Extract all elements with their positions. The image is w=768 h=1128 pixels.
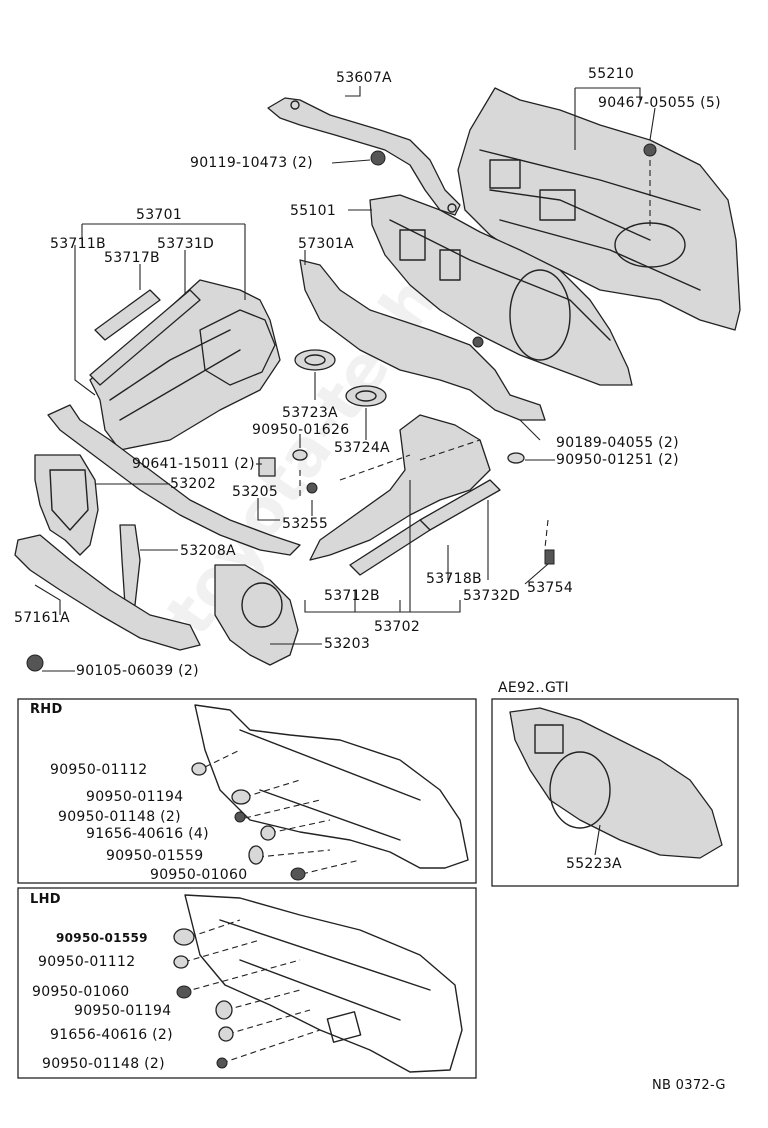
plug-icon xyxy=(258,457,276,477)
rhd-part-label: 91656-40616 (4) xyxy=(86,826,209,842)
screw-icon xyxy=(218,1026,234,1042)
center-bracket-57301A xyxy=(299,259,546,421)
part-label-53732D: 53732D xyxy=(463,588,521,604)
lhd-inset-frame xyxy=(17,887,477,1079)
side-panel-53203 xyxy=(214,564,299,666)
support-53208A xyxy=(119,524,141,606)
grommet-icon xyxy=(176,985,192,999)
part-label-53701: 53701 xyxy=(136,207,183,223)
grommet-icon xyxy=(191,762,207,776)
clip-icon xyxy=(306,482,318,494)
bolt-icon xyxy=(370,150,386,166)
rhd-part-label: 90950-01112 xyxy=(50,762,148,778)
cowl-panel-55101 xyxy=(369,194,633,386)
part-label-90950-01251: 90950-01251 (2) xyxy=(556,452,679,468)
part-label-57161A: 57161A xyxy=(14,610,70,626)
gti-inset-title: AE92..GTI xyxy=(498,680,569,696)
part-label-53754: 53754 xyxy=(527,580,574,596)
lhd-part-label: 90950-01148 (2) xyxy=(42,1056,165,1072)
rhd-inset-title: RHD xyxy=(30,702,63,717)
upper-rail-53205 xyxy=(47,404,301,556)
part-label-53202: 53202 xyxy=(170,476,217,492)
lhd-part-label: 90950-01194 xyxy=(74,1003,172,1019)
plug-icon xyxy=(248,845,264,865)
part-label-55223A: 55223A xyxy=(566,856,622,872)
part-label-53203: 53203 xyxy=(324,636,371,652)
part-label-53607A: 53607A xyxy=(336,70,392,86)
part-label-53255: 53255 xyxy=(282,516,329,532)
crossmember-57161A xyxy=(14,534,201,651)
part-label-57301A: 57301A xyxy=(298,236,354,252)
clip-icon xyxy=(472,336,484,348)
grommet-icon xyxy=(507,452,525,464)
rhd-part-label: 90950-01559 xyxy=(106,848,204,864)
part-label-53718B: 53718B xyxy=(426,571,482,587)
grommet-icon xyxy=(290,867,306,881)
support-53202 xyxy=(34,454,99,556)
lhd-part-label: 90950-01112 xyxy=(38,954,136,970)
part-label-53731D: 53731D xyxy=(157,236,215,252)
part-label-53717B: 53717B xyxy=(104,250,160,266)
bolt-icon xyxy=(26,654,44,672)
screw-icon xyxy=(260,825,276,841)
fasteners xyxy=(26,143,657,672)
part-label-90641-15011: 90641-15011 (2) xyxy=(132,456,255,472)
mount-rings xyxy=(294,349,387,407)
part-label-53712B: 53712B xyxy=(324,588,380,604)
part-label-53723A: 53723A xyxy=(282,405,338,421)
part-label-53711B: 53711B xyxy=(50,236,106,252)
part-label-53208A: 53208A xyxy=(180,543,236,559)
front-apron-53701 xyxy=(89,279,281,451)
grommet-icon xyxy=(292,449,308,461)
part-label-90119-10473: 90119-10473 (2) xyxy=(190,155,313,171)
rhd-part-label: 90950-01148 (2) xyxy=(58,809,181,825)
gti-inset-frame xyxy=(491,698,739,887)
plug-icon xyxy=(215,1000,233,1020)
lhd-inset-title: LHD xyxy=(30,892,61,907)
part-label-53205: 53205 xyxy=(232,484,279,500)
grommet-icon xyxy=(173,955,189,969)
part-label-55101: 55101 xyxy=(290,203,337,219)
clip-icon xyxy=(544,549,555,565)
rhd-part-label: 90950-01194 xyxy=(86,789,184,805)
plug-icon xyxy=(231,789,251,805)
clip-icon xyxy=(234,811,246,823)
part-label-53702: 53702 xyxy=(374,619,421,635)
brace-53607A xyxy=(267,97,461,216)
dash-panel-55210 xyxy=(457,87,741,331)
rhd-inset-frame xyxy=(17,698,477,884)
lhd-part-label: 91656-40616 (2) xyxy=(50,1027,173,1043)
part-label-90105-06039: 90105-06039 (2) xyxy=(76,663,199,679)
clip-icon xyxy=(216,1057,228,1069)
plug-icon xyxy=(173,928,195,946)
lhd-part-label: 90950-01559 xyxy=(56,931,148,945)
lhd-part-label: 90950-01060 xyxy=(32,984,130,1000)
rhd-part-label: 90950-01060 xyxy=(150,867,248,883)
part-label-53724A: 53724A xyxy=(334,440,390,456)
part-label-90467-05055: 90467-05055 (5) xyxy=(598,95,721,111)
part-label-55210: 55210 xyxy=(588,66,635,82)
diagram-code: NB 0372-G xyxy=(652,1078,726,1093)
screw-icon xyxy=(643,143,657,157)
part-label-90189-04055: 90189-04055 (2) xyxy=(556,435,679,451)
part-label-90950-01626: 90950-01626 xyxy=(252,422,350,438)
leader-lines xyxy=(34,86,656,672)
